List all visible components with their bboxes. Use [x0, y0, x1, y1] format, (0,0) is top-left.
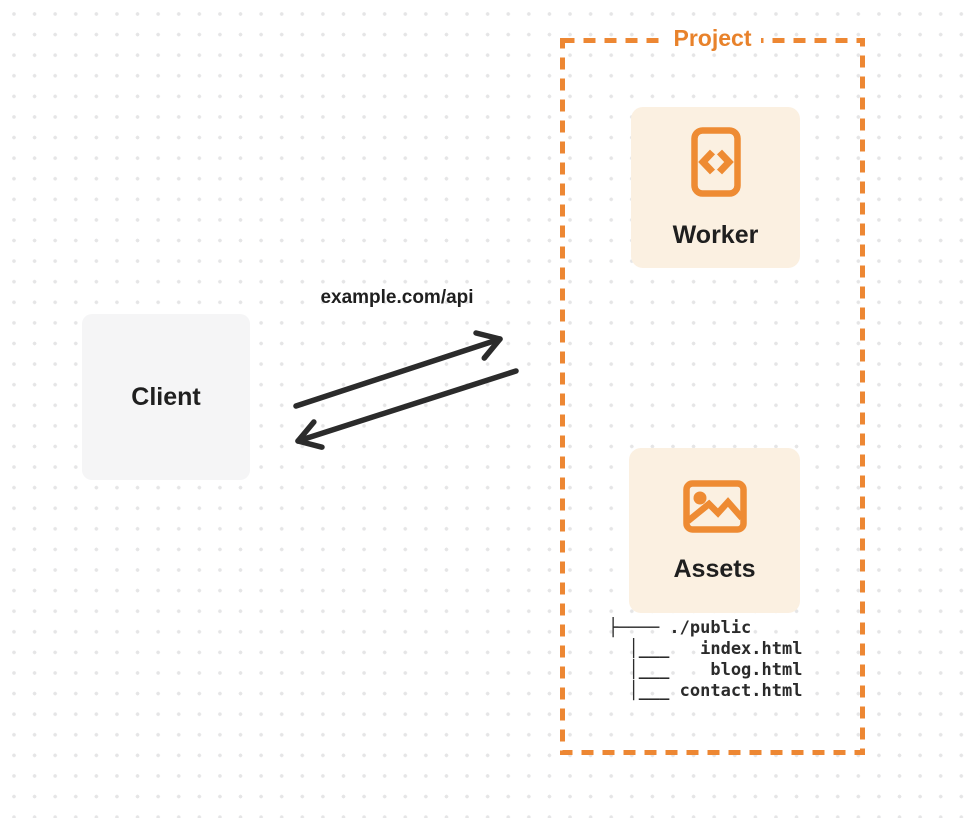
- worker-node: Worker: [631, 107, 800, 268]
- project-label: Project: [663, 24, 762, 52]
- code-icon: [690, 127, 741, 197]
- file-tree: ├──── ./public │___ index.html │___ blog…: [608, 618, 803, 701]
- worker-label: Worker: [672, 221, 759, 249]
- image-icon: [682, 479, 747, 533]
- project-boundary: Project: [560, 24, 865, 755]
- request-url-label: example.com/api: [320, 287, 474, 308]
- request-arrow: [293, 330, 503, 409]
- request-response-arrows: [293, 330, 519, 450]
- assets-label: Assets: [673, 554, 756, 583]
- response-arrow: [295, 368, 519, 450]
- assets-node: Assets: [629, 448, 800, 613]
- client-label: Client: [131, 382, 201, 411]
- client-node: Client: [82, 314, 250, 480]
